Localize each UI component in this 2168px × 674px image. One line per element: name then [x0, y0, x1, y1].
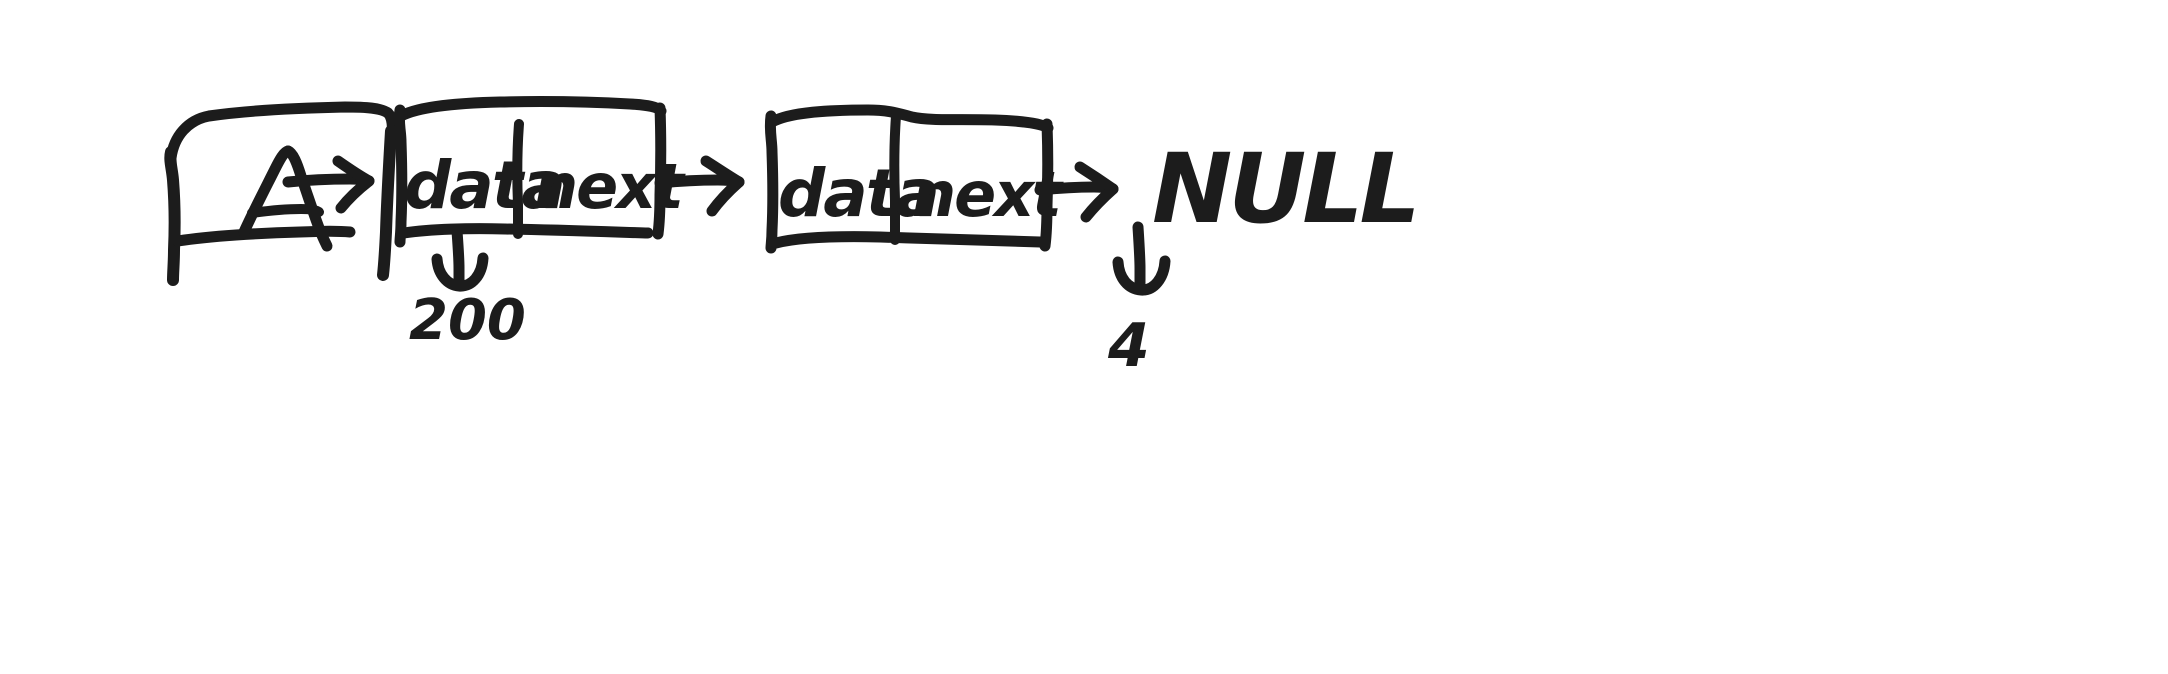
node-1-cell-divider	[512, 119, 524, 239]
node-2-down-shaft	[1132, 221, 1146, 292]
node-1-down-shaft	[451, 225, 465, 290]
arrow-2-shaft	[654, 174, 742, 189]
node-1[interactable]: data next	[393, 96, 688, 248]
node-1-right-edge	[652, 102, 667, 240]
node-1-left-edge	[393, 104, 408, 248]
null-terminator: NULL	[1152, 133, 1421, 245]
letter-a-left-stroke	[238, 145, 294, 238]
node-2[interactable]: data next	[764, 104, 1066, 254]
node-1-data-label: data	[404, 147, 564, 224]
node-2-cell-divider	[889, 111, 901, 245]
head-pointer-letter-a	[238, 145, 333, 252]
arrow-node-1-data-down	[431, 225, 489, 292]
letter-a-crossbar	[247, 204, 324, 218]
node-1-value: 200	[409, 288, 526, 353]
arrow-node-2-data-down	[1112, 221, 1171, 296]
node-1-top-edge	[395, 96, 667, 122]
arrow-1-shaft	[282, 173, 372, 188]
node-2-data-label: data	[778, 155, 938, 232]
node-1-down-cup-arrowhead	[431, 252, 489, 292]
node-1-bottom-edge	[398, 223, 654, 239]
arrow-2-head-lower	[706, 176, 745, 217]
arrow-3-head-lower	[1080, 183, 1119, 223]
head-box-left-edge	[164, 146, 181, 286]
node-2-bottom-edge	[770, 231, 1046, 249]
node-2-data-cell[interactable]: data	[778, 155, 940, 232]
head-box-bottom-edge	[172, 225, 356, 247]
arrow-node-2-to-null	[1034, 161, 1119, 223]
null-terminator-label: NULL	[1152, 133, 1417, 245]
arrow-1-head-lower	[335, 175, 375, 214]
node-2-top-edge	[766, 104, 1054, 134]
arrow-3-shaft	[1034, 181, 1116, 196]
head-box-top-edge	[165, 101, 398, 164]
node-2-down-cup-arrowhead	[1112, 255, 1171, 296]
arrow-node-1-to-node-2	[654, 155, 745, 217]
head-box-right-edge	[377, 125, 397, 281]
arrow-head-to-node-1	[282, 155, 375, 214]
node-2-left-edge	[764, 110, 779, 254]
head-pointer-box[interactable]: A	[164, 101, 398, 286]
node-2-right-edge	[1039, 118, 1054, 252]
node-1-data-cell[interactable]: data	[404, 147, 566, 224]
node-2-value: 4	[1107, 311, 1150, 381]
